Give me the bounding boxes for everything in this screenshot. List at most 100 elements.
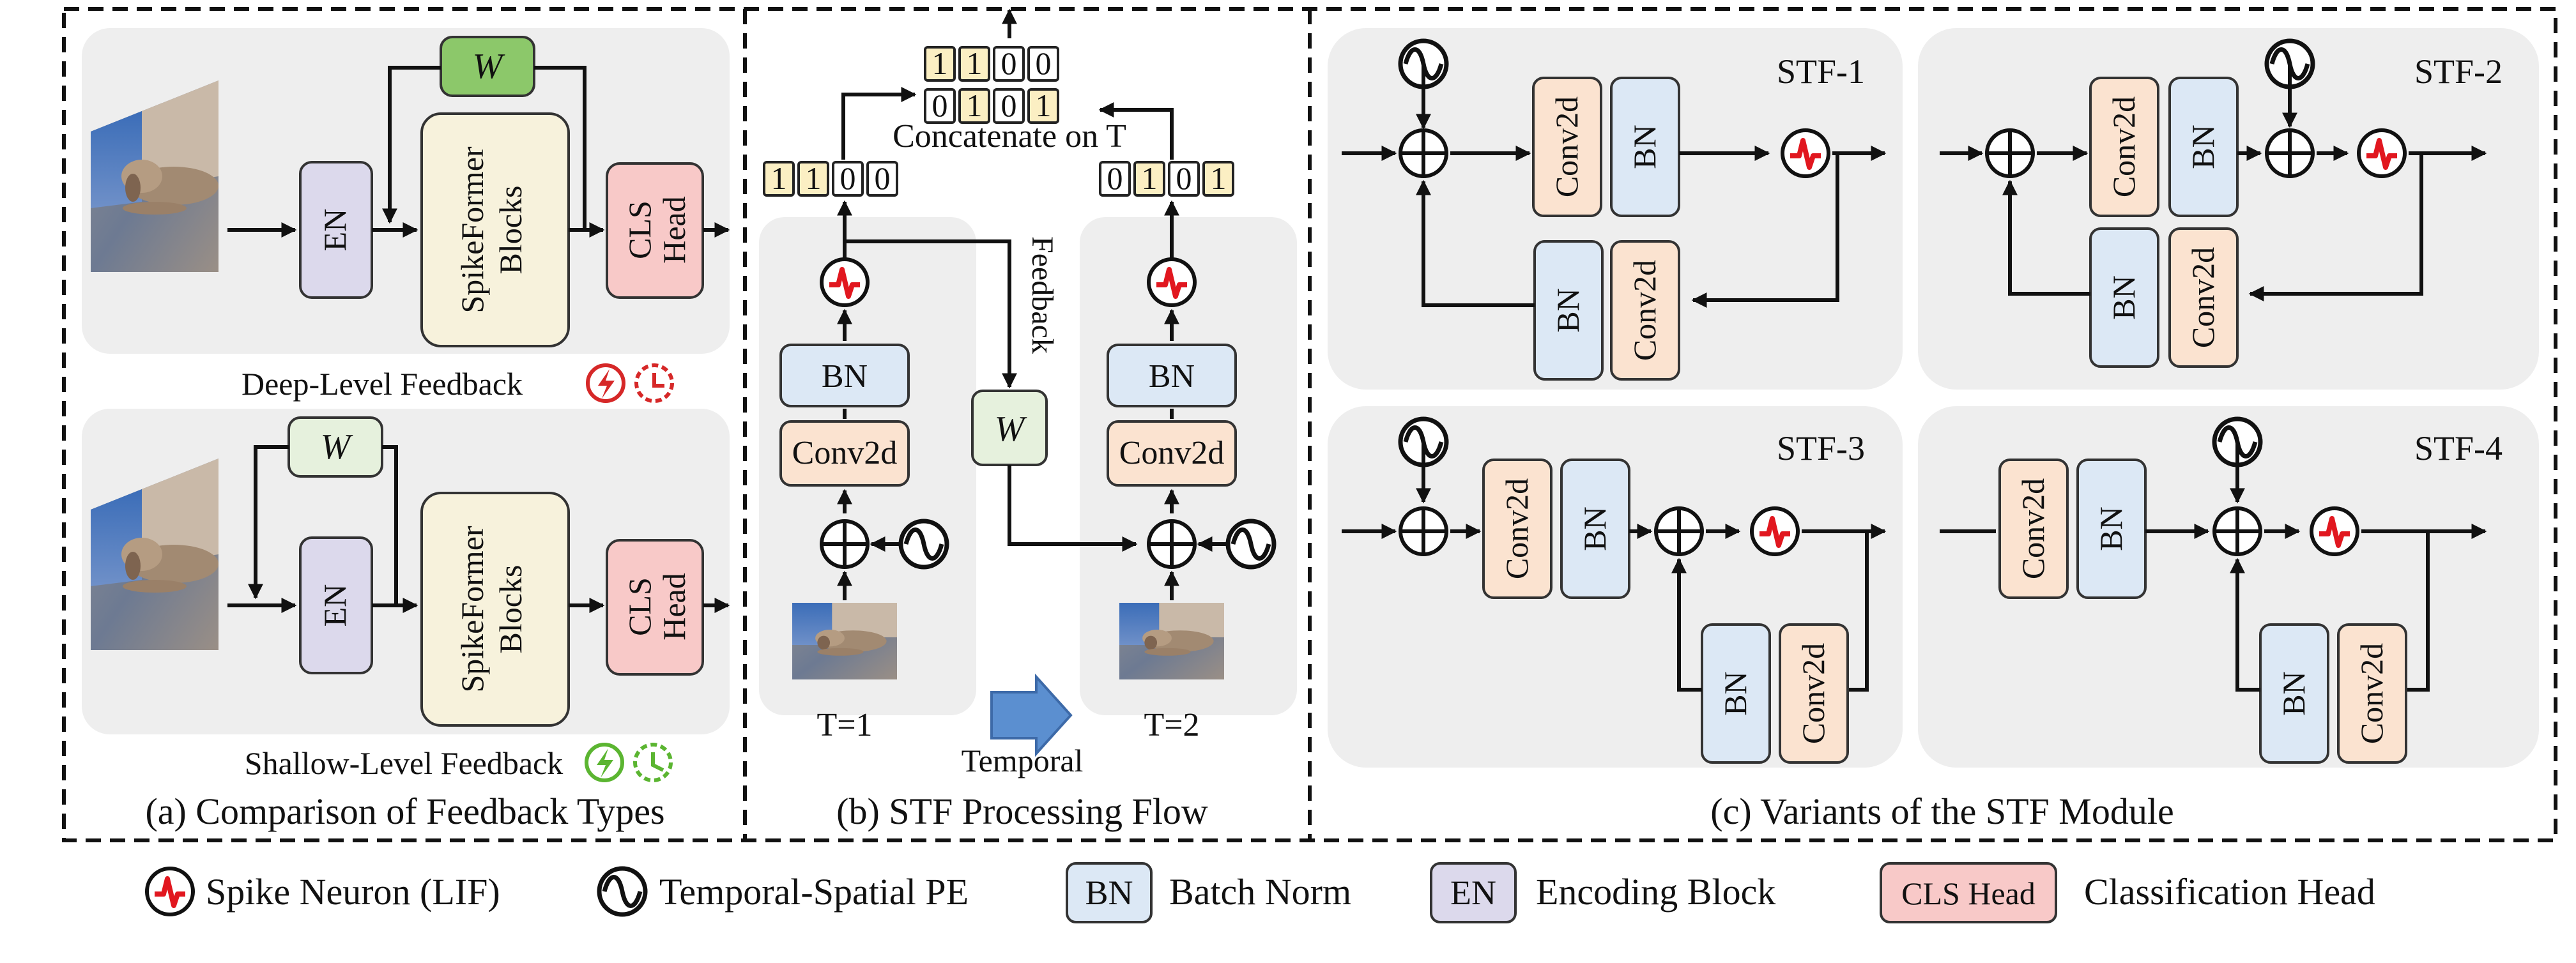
bit-value: 1 bbox=[806, 160, 822, 196]
deep-feedback-label: Deep-Level Feedback bbox=[241, 366, 523, 402]
bn-label: BN bbox=[1550, 288, 1586, 332]
bit-value: 0 bbox=[1107, 160, 1123, 196]
bit-value: 1 bbox=[771, 160, 787, 196]
bit-cell bbox=[1133, 161, 1165, 197]
bit-value: 1 bbox=[967, 45, 983, 81]
bn-label: BN bbox=[1149, 358, 1195, 395]
bn-block bbox=[1560, 459, 1630, 599]
panel-a-caption: (a) Comparison of Feedback Types bbox=[145, 791, 664, 832]
bn-label: BN bbox=[822, 358, 868, 395]
concat-label: Concatenate on T bbox=[893, 118, 1126, 155]
temporal-arrow bbox=[990, 673, 1073, 757]
bn-block bbox=[2259, 623, 2329, 764]
bit-cell bbox=[993, 88, 1025, 124]
bit-value: 1 bbox=[1036, 87, 1052, 123]
conv2d-block bbox=[1610, 240, 1680, 381]
input-image bbox=[1119, 603, 1224, 679]
t1-label: T=1 bbox=[816, 707, 872, 743]
conv-label: Conv2d bbox=[2185, 247, 2221, 348]
sum-node bbox=[1400, 508, 1446, 554]
bit-value: 0 bbox=[1036, 45, 1052, 81]
legend-pe: Temporal-Spatial PE bbox=[659, 871, 969, 913]
sum-node bbox=[1149, 521, 1195, 567]
w-label: W bbox=[473, 47, 505, 86]
deep-feedback-row: EN SpikeFormer Blocks CLS Head W Deep-Le… bbox=[91, 36, 730, 403]
sine-wave-icon bbox=[901, 521, 947, 567]
cls-label: CLS bbox=[622, 577, 657, 636]
conv2d-block bbox=[1532, 77, 1602, 217]
legend-cls-swatch bbox=[1880, 862, 2057, 923]
bn-block bbox=[2168, 77, 2239, 217]
bn-block bbox=[1107, 344, 1237, 407]
lightning-circle-icon bbox=[586, 363, 625, 403]
w-label: W bbox=[321, 427, 353, 467]
spike-neuron-icon bbox=[1752, 508, 1798, 554]
bit-value: 0 bbox=[1001, 45, 1017, 81]
bit-cell bbox=[763, 161, 795, 197]
shallow-feedback-row: EN SpikeFormer Blocks CLS Head W Shallow… bbox=[91, 416, 730, 782]
bn-block bbox=[2089, 227, 2159, 368]
conv-label: Conv2d bbox=[1795, 643, 1831, 744]
bn-block bbox=[1533, 240, 1604, 381]
head-label: Head bbox=[656, 573, 692, 641]
bit-cell bbox=[1202, 161, 1234, 197]
stf-3-title: STF-3 bbox=[1777, 429, 1865, 467]
input-image bbox=[792, 603, 897, 679]
spikeformer-blocks bbox=[420, 492, 570, 727]
bit-value: 1 bbox=[1211, 160, 1227, 196]
conv2d-block bbox=[1779, 623, 1849, 764]
en-label: EN bbox=[317, 209, 353, 252]
conv-label: Conv2d bbox=[1627, 260, 1662, 361]
panel-c: STF-1 Conv2d BN BN Conv2d STF-2 bbox=[1328, 28, 2539, 832]
spike-neuron-icon bbox=[1149, 259, 1195, 305]
stf-2-variant: STF-2 Conv2d BN BN Conv2d bbox=[1940, 41, 2503, 368]
bn-label: BN bbox=[2276, 671, 2312, 715]
bit-cell bbox=[1168, 161, 1200, 197]
timer-icon bbox=[634, 363, 674, 403]
temporal-label: Temporal bbox=[962, 743, 1084, 778]
sum-node bbox=[2267, 130, 2313, 176]
sine-wave-icon bbox=[1228, 521, 1274, 567]
bit-value: 0 bbox=[1176, 160, 1192, 196]
spike-neuron-icon bbox=[2312, 508, 2358, 554]
outer-frame bbox=[62, 7, 2557, 842]
conv2d-block bbox=[2337, 623, 2407, 764]
panel-b-caption: (b) STF Processing Flow bbox=[836, 791, 1208, 832]
conv-label: Conv2d bbox=[1119, 435, 1225, 471]
bn-label: BN bbox=[2093, 506, 2129, 550]
stf-4-variant: STF-4 Conv2d BN BN Conv2d bbox=[1940, 419, 2503, 764]
panel-a: EN SpikeFormer Blocks CLS Head W Deep-Le… bbox=[82, 28, 730, 832]
bit-value: 0 bbox=[1001, 87, 1017, 123]
spike-neuron-icon bbox=[1782, 130, 1828, 176]
spikeformer-label-2: Blocks bbox=[493, 565, 528, 654]
bn-label: BN bbox=[1577, 506, 1613, 550]
panel-c-caption: (c) Variants of the STF Module bbox=[1710, 791, 2174, 832]
timer-icon bbox=[633, 743, 673, 782]
conv2d-block bbox=[2089, 77, 2159, 217]
bit-cell bbox=[1099, 161, 1131, 197]
conv-label: Conv2d bbox=[2354, 643, 2389, 744]
stf-4-title: STF-4 bbox=[2414, 429, 2503, 467]
shallow-feedback-label: Shallow-Level Feedback bbox=[245, 745, 563, 781]
conv-label: Conv2d bbox=[2106, 96, 2142, 197]
spikeformer-label-1: SpikeFormer bbox=[454, 146, 490, 313]
conv2d-block bbox=[779, 420, 910, 487]
bn-label: BN bbox=[2185, 125, 2221, 169]
bit-value: 1 bbox=[967, 87, 983, 123]
conv-label: Conv2d bbox=[2015, 478, 2051, 579]
feedback-label: Feedback bbox=[1025, 236, 1059, 354]
en-label: EN bbox=[317, 584, 353, 627]
sum-node bbox=[822, 521, 868, 567]
bit-cell bbox=[866, 161, 898, 197]
bn-block bbox=[2076, 459, 2147, 599]
sum-node bbox=[1987, 130, 2033, 176]
stf-1-variant: STF-1 Conv2d BN BN Conv2d bbox=[1342, 41, 1887, 381]
conv-label: Conv2d bbox=[1549, 96, 1584, 197]
sum-node bbox=[2214, 508, 2260, 554]
bit-value: 0 bbox=[932, 87, 948, 123]
